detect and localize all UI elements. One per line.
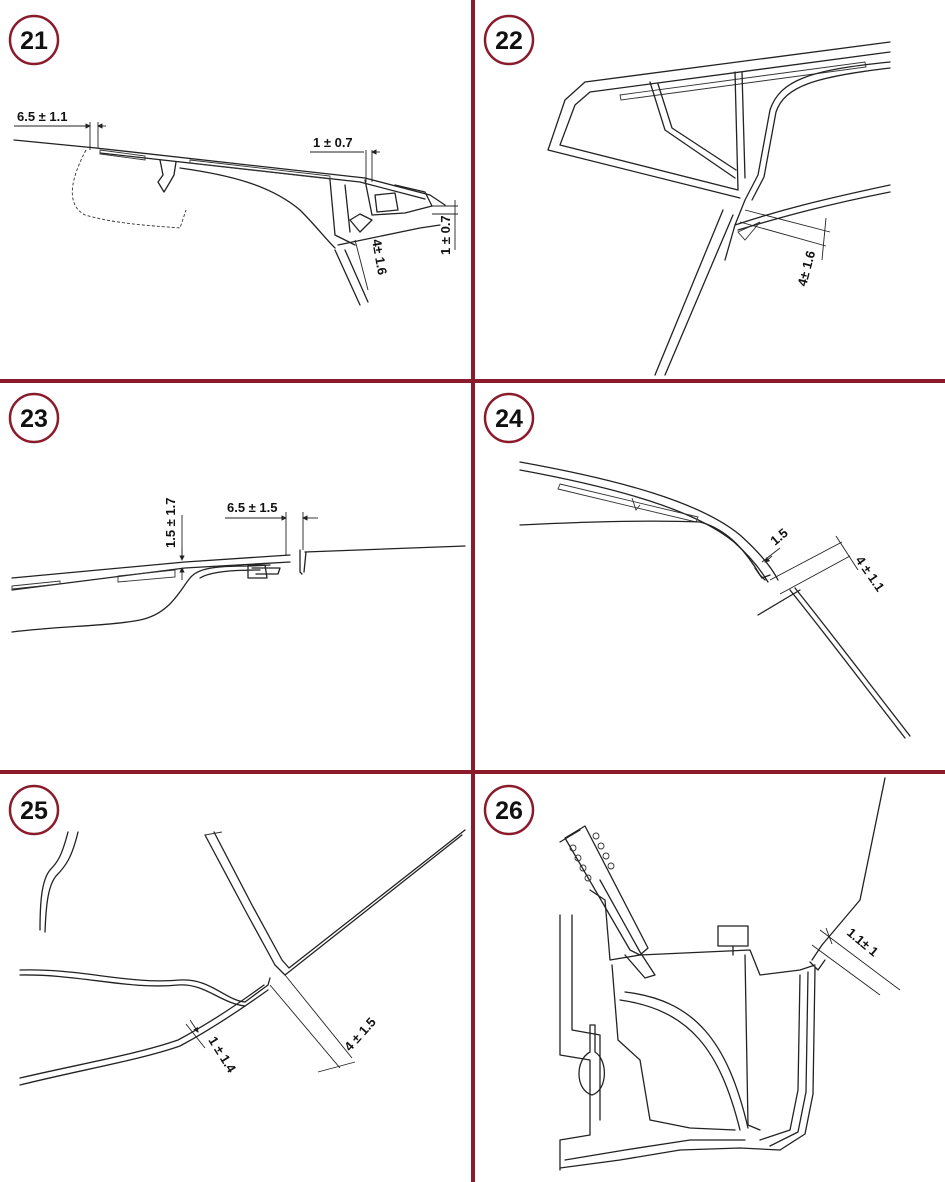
dimension-label: 4 ± 1.1 [853, 553, 888, 594]
panel-badge [483, 14, 535, 66]
dimension-label: 1 ± 0.7 [438, 215, 453, 255]
dimension-label: 4± 1.6 [794, 249, 818, 288]
dimension-label: 6.5 ± 1.1 [17, 109, 68, 124]
panel-badge [483, 392, 535, 444]
dimension-label: 1.1± 1 [844, 925, 881, 960]
panel-number: 24 [495, 405, 523, 433]
panel-number: 21 [20, 27, 48, 55]
dimension-label: 1.5 ± 1.7 [163, 497, 178, 548]
dimension-label: 4 ± 1.5 [341, 1014, 379, 1054]
dimension-label: 6.5 ± 1.5 [227, 500, 278, 515]
panel-23: 23 1.5 ± 1.7 6.5 ± 1.5 [8, 392, 466, 633]
dimension-label: 1 ± 0.7 [313, 135, 353, 150]
panel-badge [8, 784, 60, 836]
horizontal-divider-2 [0, 770, 945, 774]
panel-number: 26 [495, 797, 523, 825]
panel-21: 21 6.5 ± 1.1 1 ± 0.7 [8, 14, 458, 306]
panel-26: 26 1.1± 1 [483, 777, 901, 1171]
panel-number: 22 [495, 27, 523, 55]
panel-badge [8, 392, 60, 444]
dimension-label: 1 ± 1.4 [205, 1034, 239, 1076]
panel-24: 24 1.5 4 ± 1.1 [483, 392, 911, 739]
panel-number: 25 [20, 797, 48, 825]
panel-badge [8, 14, 60, 66]
panel-25: 25 4 ± 1.5 1 ± 1.4 [8, 784, 466, 1086]
panel-22: 22 4± 1.6 [483, 14, 891, 376]
dimension-label: 4± 1.6 [369, 238, 390, 276]
dimension-label: 1.5 [767, 525, 790, 548]
panel-number: 23 [20, 405, 48, 433]
horizontal-divider-1 [0, 379, 945, 383]
vertical-divider [471, 0, 475, 1182]
panel-badge [483, 784, 535, 836]
